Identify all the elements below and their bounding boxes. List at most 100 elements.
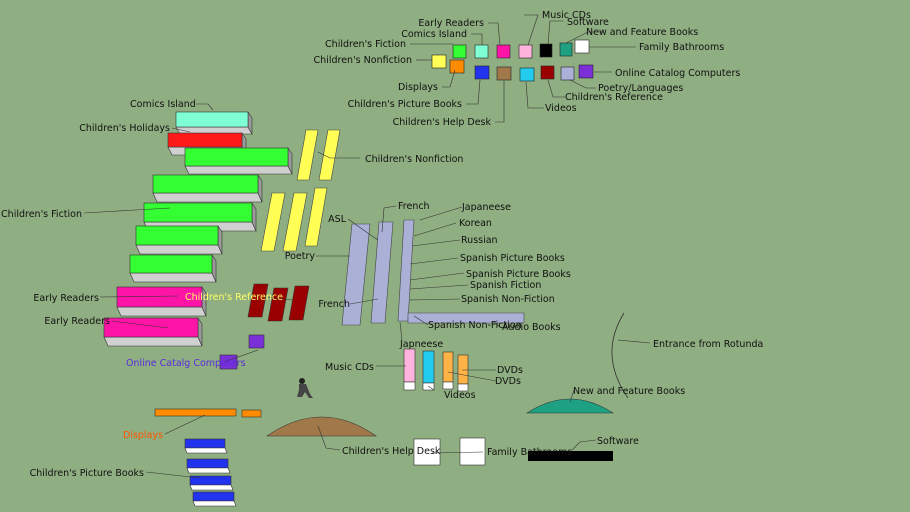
floor-label-japaneese-bottom: Japneese [399, 339, 443, 350]
shelf-fiction-1 [152, 174, 263, 203]
legend-swatch-videos [519, 67, 535, 82]
floor-label-korean: Korean [459, 218, 492, 229]
dvds-shelf-1 [442, 351, 454, 390]
floor-label-childrens-reference: Children's Reference [185, 292, 283, 303]
floor-label-spanish-picture-books-2: Spanish Picture Books [466, 269, 571, 280]
nonfiction-shelf-1 [296, 129, 319, 181]
person-figure [297, 378, 313, 398]
shelf-fiction-3 [135, 225, 223, 255]
floor-label-poetry: Poetry [285, 251, 316, 262]
floor-label-picture-books: Children's Picture Books [30, 468, 144, 479]
legend-swatch-childrens-fiction [452, 44, 467, 59]
floor-leader-lines [83, 103, 651, 479]
shelf-comics-island [175, 111, 253, 136]
legend-label-displays: Displays [398, 82, 438, 93]
nonfiction-shelf-4 [282, 192, 308, 252]
entrance-arc [611, 312, 629, 399]
display-long [154, 408, 237, 417]
left-shelving [103, 111, 293, 347]
floor-label-spanish-nonfiction-1: Spanish Non-Fiction [461, 294, 555, 305]
floor-label-childrens-fiction: Children's Fiction [1, 209, 82, 220]
floor-label-comics-island: Comics Island [130, 99, 196, 110]
legend-label-childrens-nonfiction: Children's Nonfiction [314, 55, 412, 66]
computer-1 [248, 334, 265, 349]
floor-label-music-cds: Music CDs [325, 362, 374, 373]
floor-label-online-catalog: Online Catalg Computers [126, 358, 246, 369]
floor-label-dvds-1: DVDs [497, 365, 523, 376]
displays [154, 408, 262, 418]
legend-label-childrens-reference: Children's Reference [565, 92, 663, 103]
floor-label-childrens-nonfiction: Children's Nonfiction [365, 154, 463, 165]
legend-label-picture-books: Children's Picture Books [348, 99, 462, 110]
legend-label-comics-island: Comics Island [401, 29, 467, 40]
legend-label-software: Software [567, 17, 609, 28]
picture-book-shelf-1 [184, 438, 228, 454]
legend-swatch-displays [449, 59, 465, 74]
legend-swatch-help-desk [496, 66, 512, 81]
french-shelf [370, 221, 394, 324]
family-bathrooms [413, 437, 486, 466]
dvds-shelf-2 [457, 354, 469, 392]
shelf-fiction-4 [129, 254, 217, 283]
software-shelf [528, 451, 613, 461]
picture-book-shelves [184, 438, 237, 507]
online-catalog-computers [219, 334, 265, 370]
floor-label-family-bathrooms: Family Bathrooms [487, 447, 572, 458]
legend-label-childrens-fiction: Children's Fiction [325, 39, 406, 50]
legend-swatch-picture-books [474, 65, 490, 80]
legend-label-videos: Videos [545, 103, 577, 114]
legend-swatch-family-bathrooms [574, 39, 590, 54]
floor-label-russian: Russian [461, 235, 498, 246]
floor-label-software: Software [597, 436, 639, 447]
legend-swatch-online-catalog [578, 64, 594, 79]
legend-label-help-desk: Children's Help Desk [393, 117, 492, 128]
floor-label-help-desk: Children's Help Desk [342, 446, 441, 457]
legend-swatch-poetry-languages [560, 66, 575, 81]
legend-swatch-childrens-reference [540, 65, 555, 80]
floor-label-spanish-picture-books-1: Spanish Picture Books [460, 253, 565, 264]
shelf-childrens-nonfiction-green [184, 147, 293, 175]
legend-label-online-catalog: Online Catalog Computers [615, 68, 740, 79]
floor-label-japaneese-top: Japaneese [461, 202, 511, 213]
legend-label-early-readers: Early Readers [418, 18, 484, 29]
picture-book-shelf-4 [192, 491, 237, 507]
floor-label-dvds-2: DVDs [495, 376, 521, 387]
yellow-nonfiction-shelves [260, 129, 341, 252]
floor-label-spanish-nonfiction-2: Spanish Non-Fiction [428, 320, 522, 331]
childrens-reference-shelves [247, 283, 310, 322]
picture-book-shelf-3 [189, 475, 234, 491]
picture-book-shelf-2 [186, 458, 231, 474]
music-cds-shelf [403, 348, 416, 391]
nonfiction-shelf-2 [318, 129, 341, 181]
legend-leader-lines [410, 14, 636, 123]
media-shelves [403, 348, 469, 392]
nonfiction-shelf-5 [304, 187, 328, 247]
shelf-early-readers-2 [103, 317, 203, 347]
childrens-help-desk [266, 416, 377, 437]
legend-label-new-and-feature: New and Feature Books [586, 27, 698, 38]
floor-label-entrance: Entrance from Rotunda [653, 339, 763, 350]
legend-swatch-early-readers [496, 44, 511, 59]
new-and-feature-books-display [525, 398, 615, 414]
legend-label-poetry-languages: Poetry/Languages [598, 83, 683, 94]
legend-swatch-comics-island [474, 44, 489, 59]
legend-swatch-software [539, 43, 553, 58]
computer-2 [219, 354, 238, 370]
floor-label-early-readers-1: Early Readers [33, 293, 99, 304]
floor-label-french-top: French [398, 201, 430, 212]
floor-label-displays: Displays [123, 430, 163, 441]
floor-label-videos: Videos [444, 390, 476, 401]
legend-swatch-childrens-nonfiction [431, 54, 447, 69]
floor-label-french-left: French [318, 299, 350, 310]
floor-label-spanish-fiction: Spanish Fiction [470, 280, 541, 291]
legend-swatch-new-and-feature [559, 42, 573, 57]
legend-swatch-music-cds [518, 44, 533, 59]
floor-label-early-readers-2: Early Readers [44, 316, 110, 327]
floor-label-childrens-holidays: Children's Holidays [79, 123, 170, 134]
display-short [241, 409, 262, 418]
legend [431, 39, 594, 82]
floor-label-new-and-feature: New and Feature Books [573, 386, 685, 397]
floor-label-audio-books: Audio Books [502, 322, 561, 333]
videos-shelf [422, 350, 435, 391]
